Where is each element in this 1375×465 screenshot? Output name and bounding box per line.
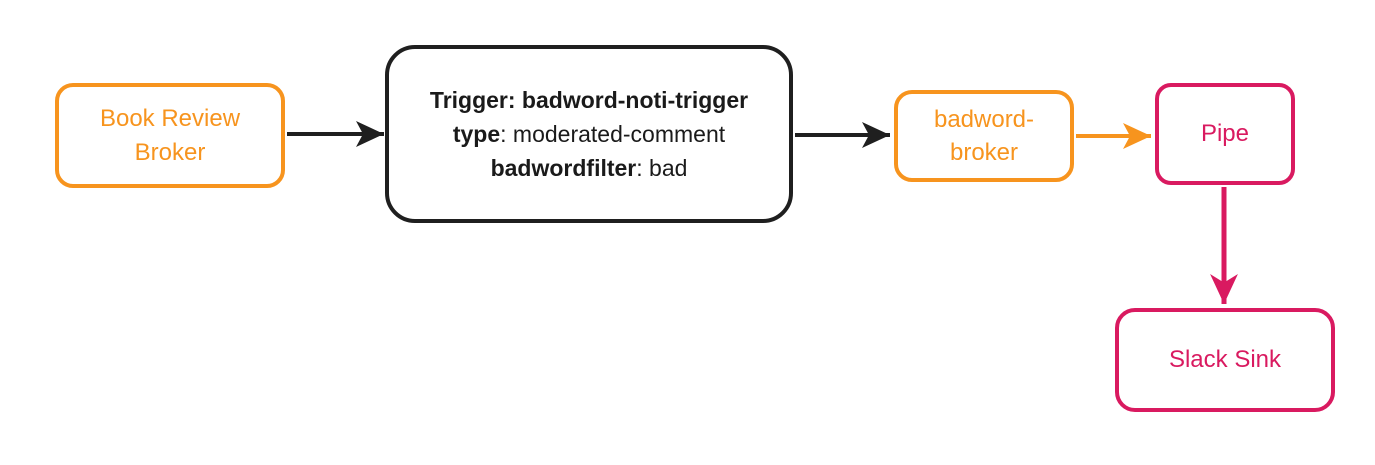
node-slack-sink-label: Slack Sink xyxy=(1168,346,1282,374)
trigger-line-2-bold: type xyxy=(452,121,501,147)
trigger-line-2-normal: : moderated-comment xyxy=(500,121,726,147)
node-trigger: Trigger: badword-noti-trigger type: mode… xyxy=(385,45,793,223)
node-badword-broker-label: badword-broker xyxy=(933,105,1035,166)
trigger-line-1-bold: Trigger: badword-noti-trigger xyxy=(429,87,749,113)
trigger-line-3-bold: badwordfilter xyxy=(490,155,637,181)
node-book-review-broker-label: Book Review Broker xyxy=(99,105,241,166)
node-slack-sink: Slack Sink xyxy=(1115,308,1335,412)
node-book-review-broker: Book Review Broker xyxy=(55,83,285,188)
node-pipe: Pipe xyxy=(1155,83,1295,185)
trigger-line-3: badwordfilter: bad xyxy=(491,151,688,185)
node-badword-broker: badword-broker xyxy=(894,90,1074,182)
trigger-line-1: Trigger: badword-noti-trigger xyxy=(430,83,748,117)
trigger-line-3-normal: : bad xyxy=(636,155,688,181)
node-pipe-label: Pipe xyxy=(1200,120,1250,148)
trigger-line-2: type: moderated-comment xyxy=(453,117,725,151)
